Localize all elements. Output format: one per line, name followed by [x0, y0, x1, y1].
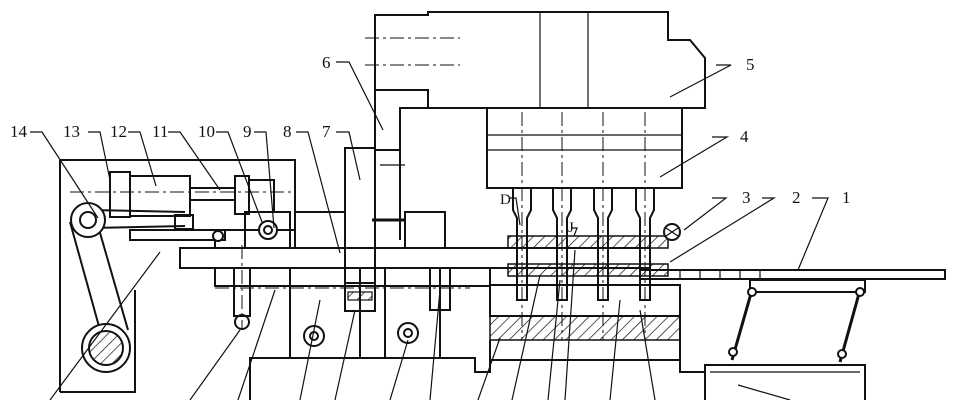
part-labels: 1 2 3 4 5 6 7 8 9 10 11 12 13 14 D J: [10, 53, 851, 236]
lower-clamps: [212, 230, 451, 359]
label-2: 2: [792, 188, 801, 207]
label-4: 4: [740, 127, 749, 146]
punches: [512, 188, 655, 301]
label-8: 8: [283, 122, 292, 141]
label-1: 1: [842, 188, 851, 207]
label-5: 5: [746, 55, 755, 74]
label-j: J: [568, 220, 574, 236]
machine-base: [249, 357, 866, 400]
upper-die-block: [486, 107, 683, 340]
label-d: D: [500, 192, 511, 208]
label-14: 14: [10, 122, 28, 141]
label-9: 9: [243, 122, 252, 141]
label-13: 13: [63, 122, 80, 141]
stripper-plate: [489, 235, 681, 360]
column: [372, 90, 490, 240]
press-head: [365, 11, 706, 109]
screw-3: [663, 223, 681, 241]
label-7: 7: [322, 122, 331, 141]
swing-arm: [69, 202, 226, 373]
label-6: 6: [322, 53, 331, 72]
label-10: 10: [198, 122, 215, 141]
label-3: 3: [742, 188, 751, 207]
strip-material: [639, 269, 946, 280]
leader-lines: [30, 61, 829, 400]
label-12: 12: [110, 122, 127, 141]
bracket-10: [244, 211, 291, 249]
label-11: 11: [152, 122, 168, 141]
linkage: [728, 279, 866, 400]
